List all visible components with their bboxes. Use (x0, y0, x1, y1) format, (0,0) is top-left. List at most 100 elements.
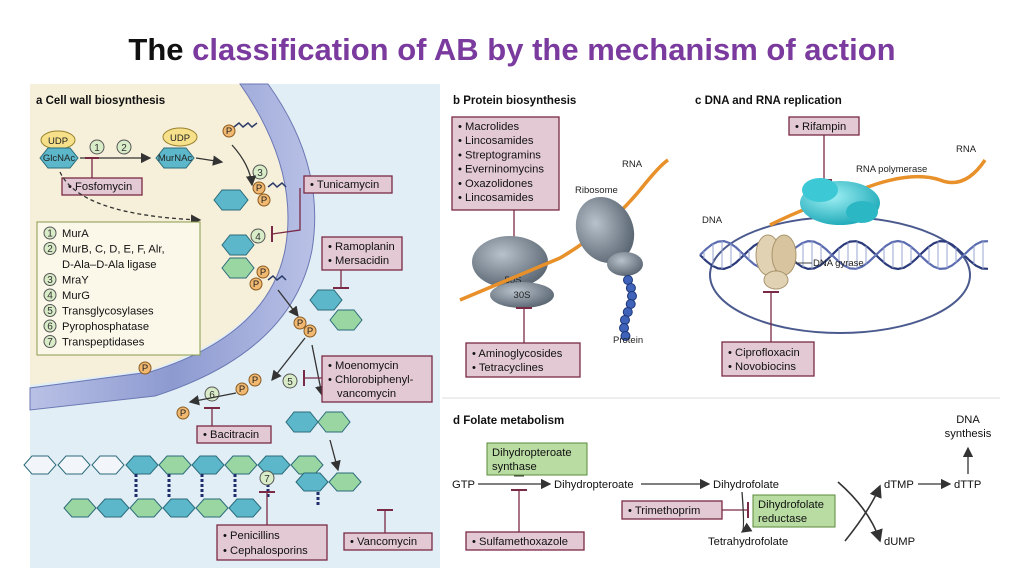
dna-strand-1 (699, 239, 989, 271)
dihydrofolate-label: Dihydrofolate (713, 479, 779, 491)
glcnac-label: GlcNAc (43, 153, 75, 164)
sulfamethoxazole-label: • Sulfamethoxazole (472, 536, 568, 548)
outer-sugar-2 (329, 309, 363, 331)
label-50s: 50S (505, 275, 522, 286)
step-7-number: 7 (264, 474, 270, 485)
glycan-sugar (328, 472, 362, 492)
legend-number-circle (43, 319, 57, 333)
trimethoprim-label: • Trimethoprim (628, 505, 700, 517)
outer-sugar-1 (309, 289, 343, 311)
label-30s: 30S (514, 290, 531, 301)
glycan-sugar (63, 498, 97, 518)
step-3-number: 3 (257, 168, 263, 179)
step-7-circle (259, 470, 275, 486)
step-1-circle (89, 139, 105, 155)
glycan-sugar (295, 472, 329, 492)
rifampin-label: • Rifampin (795, 121, 846, 133)
dna-gyrase-right (771, 234, 797, 276)
panel-d-heading: d Folate metabolism (453, 415, 564, 427)
panel-b-heading: b Protein biosynthesis (453, 95, 576, 107)
legend-item: D-Ala–D-Ala ligase (62, 259, 157, 271)
dhfr-box (752, 494, 836, 528)
glycan-sugar (158, 455, 192, 475)
udp-label: UDP (48, 136, 68, 147)
dtmp-label: dTMP (884, 479, 914, 491)
list-line: • Streptogramins (458, 149, 541, 161)
peptidoglycan-layer (23, 455, 362, 518)
murnac-label: MurNAc (158, 153, 193, 164)
outer-p2 (303, 324, 317, 338)
glycan-sugar (191, 455, 225, 475)
recycled-p (176, 406, 190, 420)
step-4-number: 4 (255, 232, 261, 243)
fosfomycin-label: • Fosfomycin (68, 181, 132, 193)
glycan-sugar (129, 498, 163, 518)
step-5-circle (282, 373, 298, 389)
slide-title: The classification of AB by the mechanis… (0, 32, 1024, 68)
legend-number-circle (43, 304, 57, 317)
lipid-ii-p2 (256, 265, 270, 279)
legend-item: Transglycosylases (62, 306, 154, 318)
chlorobiphenyl-label-1: • Chlorobiphenyl- (328, 374, 414, 386)
pp-p2-label: P (239, 384, 245, 395)
rifampin-box: • Rifampin (788, 116, 860, 136)
legend-number-circle (43, 288, 57, 302)
panel-b-protein-synthesis: b Protein biosynthesis • Macrolides • Lin… (440, 84, 690, 394)
amino-acid-bead (626, 291, 637, 301)
lipid-ii-p1 (249, 277, 263, 291)
vancomycin-label: • Vancomycin (350, 536, 417, 548)
glycan-sugar (91, 455, 125, 475)
tunicamycin-inhibition-line (271, 188, 301, 235)
label-rna-b: RNA (622, 159, 643, 170)
dhps-label-1: Dihydropteroate (492, 447, 572, 459)
flip-arrow (277, 289, 299, 318)
udp-label-2: UDP (170, 133, 190, 144)
bacitracin-box: • Bacitracin (196, 425, 272, 444)
legend-number: 3 (47, 275, 53, 286)
legend-item: MraY (62, 275, 89, 287)
legend-number-circle (43, 335, 57, 348)
dump-label: dUMP (884, 536, 915, 548)
glycan-sugar (125, 455, 159, 475)
lipid-i-tail (267, 181, 287, 189)
amino-acid-bead (620, 331, 631, 341)
moenomycin-label: • Moenomycin (328, 360, 398, 372)
list-line: • Lincosamides (458, 192, 534, 204)
dhfr-label-1: Dihydrofolate (758, 499, 824, 511)
panel-c-heading: c DNA and RNA replication (695, 95, 842, 107)
lipid-i-p2-label: P (261, 195, 267, 206)
dna-synthesis-label-1: DNA (956, 414, 980, 426)
pp-p1 (248, 373, 262, 387)
penicillins-label: • Penicillins (223, 530, 280, 542)
lipid-ii-sugar-1 (221, 234, 255, 256)
chlorobiphenyl-label-2: vancomycin (337, 388, 396, 400)
cycle-arrow-2 (837, 481, 883, 543)
moenomycin-box: • Moenomycin • Chlorobiphenyl- vancomyci… (321, 355, 433, 403)
glycan-sugar (162, 498, 196, 518)
panel-a-heading: a Cell wall biosynthesis (36, 95, 165, 107)
pp-p1-label: P (252, 375, 258, 386)
legend-number-circle (43, 273, 57, 286)
growing-sugar-2 (317, 411, 351, 433)
legend-number-circle (43, 226, 57, 240)
label-dna: DNA (702, 215, 723, 226)
outer-p1 (293, 316, 307, 330)
step-6-number: 6 (209, 390, 215, 401)
title-prefix: The (128, 32, 184, 67)
step-3-circle (252, 164, 268, 180)
trimethoprim-box: • Trimethoprim (621, 500, 723, 520)
list-line: • Novobiocins (728, 361, 796, 373)
outer-p1-label: P (297, 318, 303, 329)
ribosome-50s-right (575, 196, 635, 264)
list-line: • Macrolides (458, 121, 520, 133)
glycan-sugar (290, 455, 324, 475)
title-main: classification of AB by the mechanism of… (192, 32, 896, 67)
glycan-sugar (224, 455, 258, 475)
murnac-arrow (195, 155, 224, 166)
penicillins-box: • Penicillins • Cephalosporins (216, 524, 328, 561)
outer-p2-label: P (307, 326, 313, 337)
list-line: • Ciprofloxacin (728, 347, 800, 359)
enzyme-legend (36, 221, 201, 356)
